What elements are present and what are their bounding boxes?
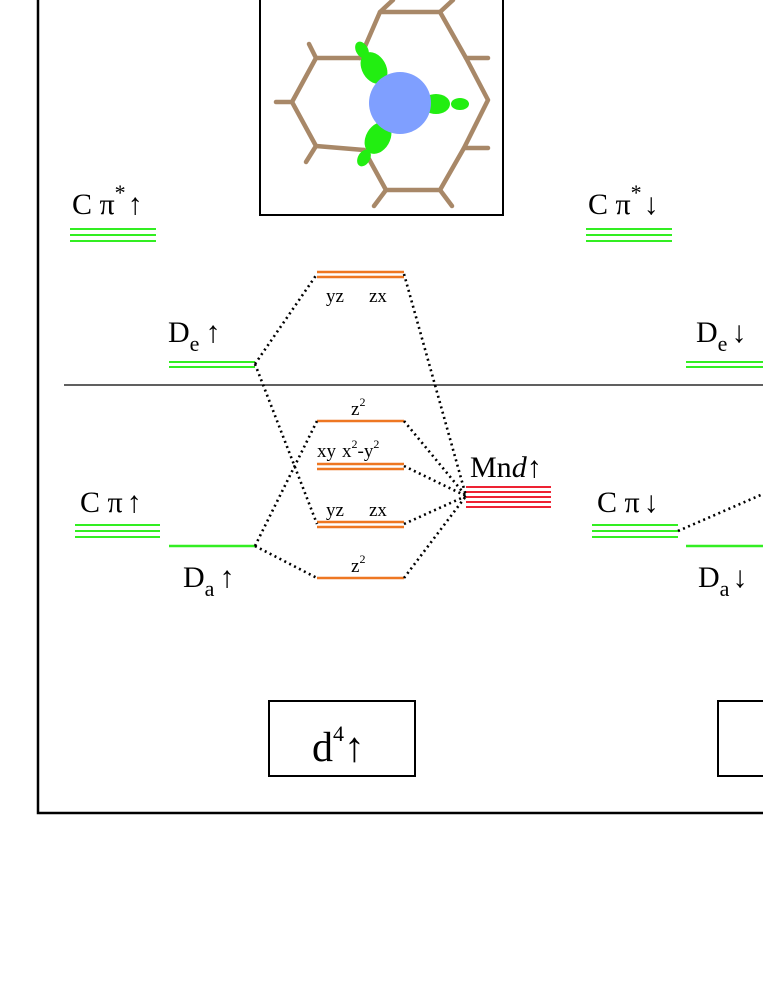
level-de-down (686, 361, 763, 368)
level-c-pi-up (75, 524, 160, 538)
label-z2-bottom: z2 (351, 552, 365, 577)
label-yz-mid: yz (326, 500, 344, 521)
level-c-pi-down (592, 524, 678, 538)
level-c-pi-star-down (586, 228, 672, 242)
label-mn-d-up: Mnd↑ (470, 451, 542, 484)
electron-count-box-up (268, 700, 416, 777)
graphene-lattice (273, 0, 491, 209)
label-c-pi-down: C π↓ (597, 486, 659, 519)
structure-inset (259, 0, 504, 216)
label-c-pi-up: C π↑ (80, 486, 142, 519)
level-de-up (169, 361, 255, 368)
diagram-frame (36, 0, 763, 815)
level-yz-zx-upper (317, 270, 404, 279)
label-de-up: De↑ (168, 316, 220, 356)
label-c-pi-star-up: C π*↑ (72, 180, 143, 221)
label-de-down: De↓ (696, 316, 746, 356)
level-yz-zx-mid (317, 520, 404, 529)
label-zx-upper: zx (369, 286, 387, 307)
level-c-pi-star-up (70, 228, 156, 242)
correlation-lines (253, 273, 763, 580)
level-xy-x2y2 (317, 462, 404, 471)
level-mn-d-up (466, 486, 551, 508)
label-z2-top: z2 (351, 395, 365, 420)
label-c-pi-star-down: C π*↓ (588, 180, 659, 221)
electron-count-box-down (717, 700, 763, 777)
label-yz-upper: yz (326, 286, 344, 307)
label-da-up: Da↑ (183, 561, 234, 601)
label-zx-mid: zx (369, 500, 387, 521)
mn-atom (369, 72, 431, 134)
label-d4-up: d4↑ (312, 721, 365, 771)
label-da-down: Da↓ (698, 561, 747, 601)
